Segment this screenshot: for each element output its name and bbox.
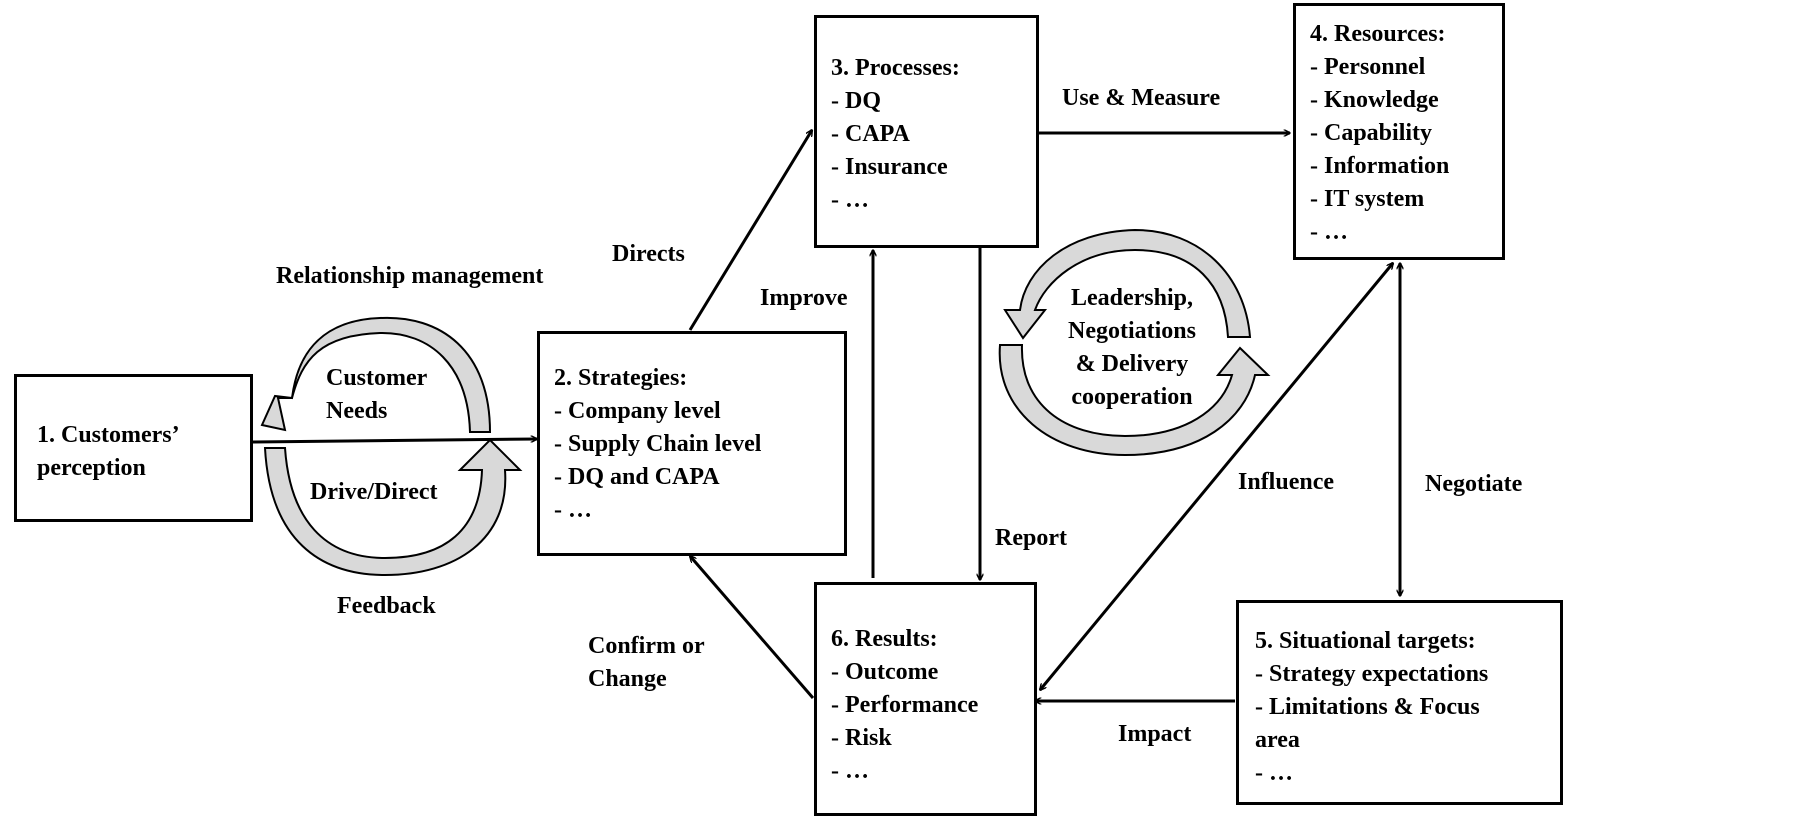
confirm-change-label: Confirm or Change <box>588 630 705 696</box>
targets-item: - Limitations & Focus <box>1255 694 1480 720</box>
improve-label: Improve <box>760 285 848 311</box>
confirm-change-line: Confirm or <box>588 633 705 659</box>
arrow-confirm-change <box>690 556 815 699</box>
resources-item: - Knowledge <box>1310 87 1439 113</box>
leadership-upper-arc <box>1003 228 1252 340</box>
resources-item: - … <box>1310 219 1348 245</box>
relationship-cycle-icon <box>260 316 523 577</box>
resources-item: - Capability <box>1310 120 1433 146</box>
targets-item: - Strategy expectations <box>1255 661 1489 687</box>
resources-item: - IT system <box>1310 186 1425 212</box>
customers-box-line: 1. Customers’ <box>37 422 180 448</box>
use-measure-label: Use & Measure <box>1062 85 1221 111</box>
arrow-influence <box>1040 263 1393 690</box>
leadership-line: & Delivery <box>1075 351 1189 377</box>
resources-box: 4. Resources: - Personnel - Knowledge - … <box>1293 3 1505 260</box>
directs-label: Directs <box>612 241 685 267</box>
processes-item: - Insurance <box>831 154 948 180</box>
confirm-change-line: Change <box>588 666 667 692</box>
targets-title: 5. Situational targets: <box>1255 628 1476 654</box>
targets-item: area <box>1255 727 1300 753</box>
leadership-line: Leadership, <box>1070 285 1193 311</box>
strategies-box: 2. Strategies: - Company level - Supply … <box>537 331 847 556</box>
arrows <box>249 130 1400 701</box>
strategies-item: - Company level <box>554 398 721 424</box>
results-item: - Performance <box>831 692 979 718</box>
influence-label: Influence <box>1238 469 1334 495</box>
strategies-item: - DQ and CAPA <box>554 464 720 490</box>
impact-label: Impact <box>1118 721 1192 747</box>
feedback-label: Feedback <box>337 593 436 619</box>
strategies-item: - … <box>554 497 592 523</box>
processes-box: 3. Processes: - DQ - CAPA - Insurance - … <box>814 15 1039 248</box>
customers-perception-box: 1. Customers’ perception <box>14 374 253 522</box>
arrow-customers-to-strategies <box>249 439 537 444</box>
situational-targets-box: 5. Situational targets: - Strategy expec… <box>1236 600 1563 805</box>
processes-title: 3. Processes: <box>831 55 960 81</box>
processes-item: - CAPA <box>831 121 910 147</box>
customer-needs-line: Needs <box>326 398 388 424</box>
leadership-label: Leadership, Negotiations & Delivery coop… <box>1068 282 1196 414</box>
leadership-line: Negotiations <box>1068 318 1196 344</box>
customer-needs-line: Customer <box>326 365 428 391</box>
report-label: Report <box>995 525 1067 551</box>
results-item: - … <box>831 758 869 784</box>
arrow-directs <box>688 130 814 331</box>
results-item: - Risk <box>831 725 892 751</box>
relationship-management-label: Relationship management <box>276 263 544 289</box>
targets-item: - … <box>1255 760 1293 786</box>
drive-direct-label: Drive/Direct <box>310 479 438 505</box>
results-item: - Outcome <box>831 659 939 685</box>
strategies-title: 2. Strategies: <box>554 365 688 391</box>
customers-box-line: perception <box>37 455 146 481</box>
results-title: 6. Results: <box>831 626 938 652</box>
drive-direct-arc <box>263 438 523 577</box>
resources-item: - Information <box>1310 153 1450 179</box>
customer-needs-label: Customer Needs <box>326 362 427 428</box>
negotiate-label: Negotiate <box>1425 471 1523 497</box>
leadership-line: cooperation <box>1071 384 1193 410</box>
customer-needs-arc <box>260 316 492 433</box>
resources-item: - Personnel <box>1310 54 1426 80</box>
processes-item: - DQ <box>831 88 881 114</box>
processes-item: - … <box>831 187 869 213</box>
results-box: 6. Results: - Outcome - Performance - Ri… <box>814 582 1037 816</box>
strategies-item: - Supply Chain level <box>554 431 762 457</box>
resources-title: 4. Resources: <box>1310 21 1446 47</box>
